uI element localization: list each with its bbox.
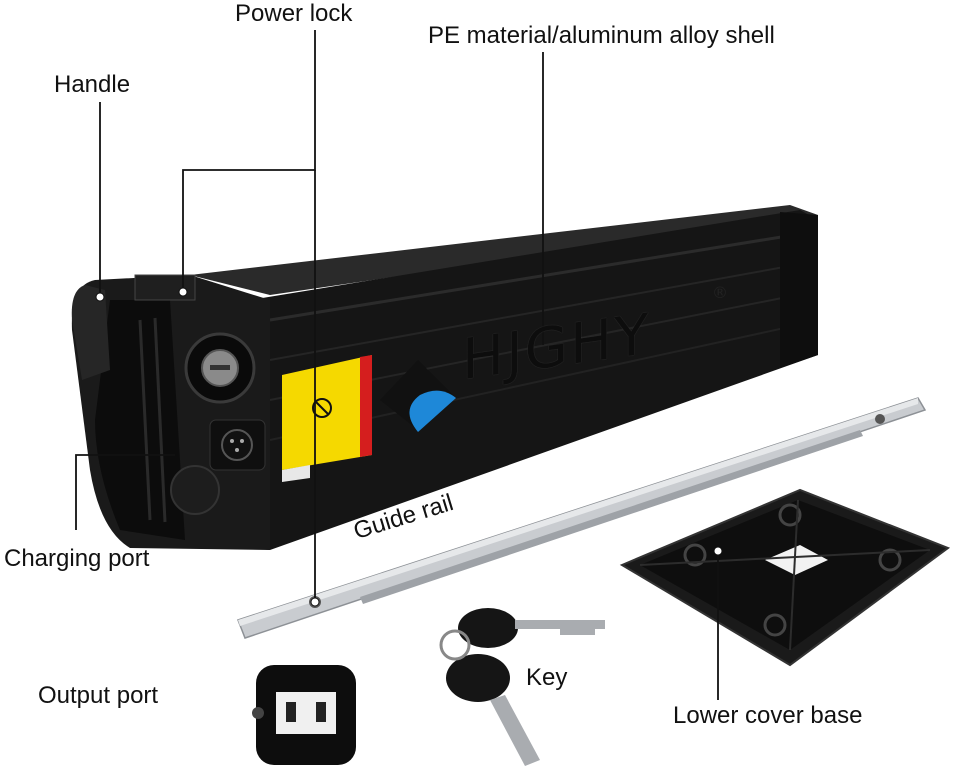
label-power-lock: Power lock <box>235 0 353 27</box>
output-port-inset <box>252 665 356 765</box>
label-lower-cover-base: Lower cover base <box>673 702 863 729</box>
battery-pack <box>71 205 818 550</box>
callout-lines <box>75 30 719 700</box>
guide-rail <box>237 397 927 639</box>
label-charging-port: Charging port <box>4 545 150 572</box>
label-shell-material: PE material/aluminum alloy shell <box>428 22 775 49</box>
keys <box>439 608 605 766</box>
lower-cover-base <box>619 488 951 667</box>
label-key: Key <box>526 664 568 691</box>
registered-mark: ® <box>712 283 728 302</box>
label-output-port: Output port <box>38 682 159 709</box>
label-handle: Handle <box>54 71 131 98</box>
